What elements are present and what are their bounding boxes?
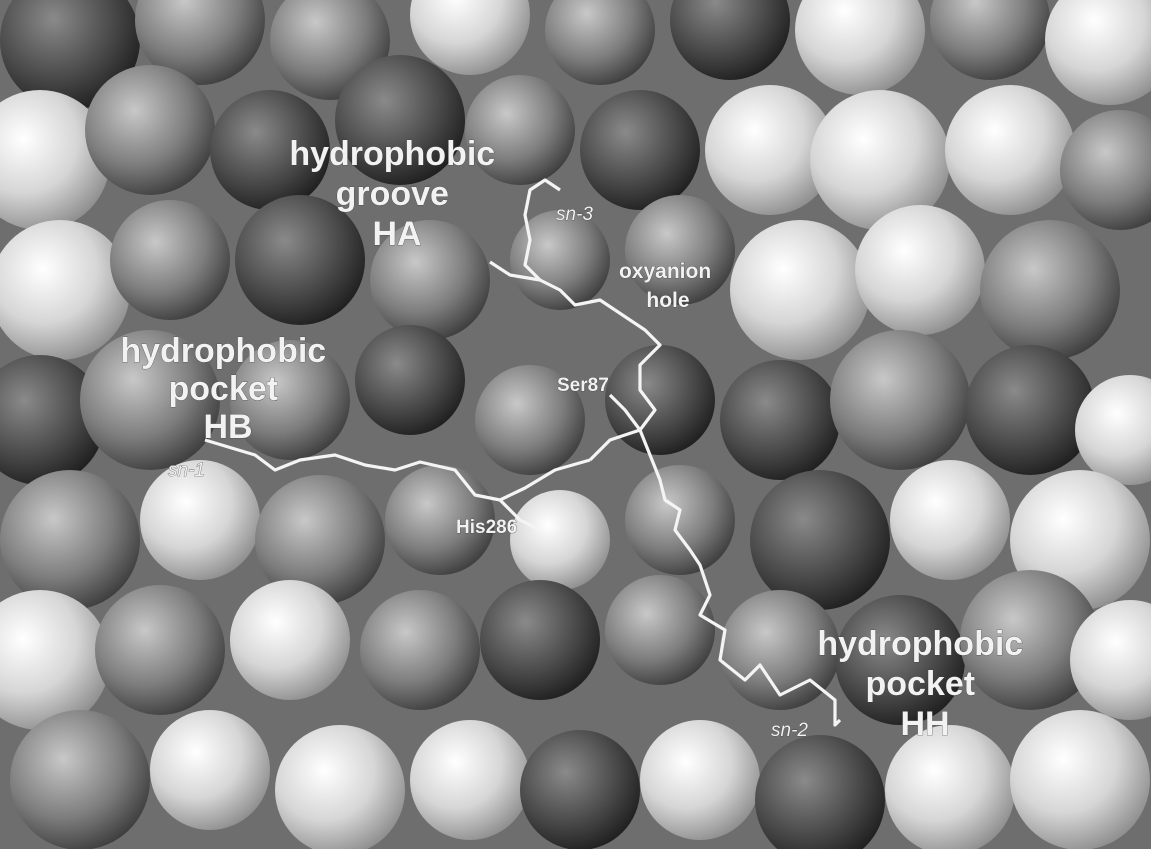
atom-sphere	[520, 730, 640, 849]
atom-sphere	[275, 725, 405, 849]
atom-sphere	[890, 460, 1010, 580]
atom-sphere	[855, 205, 985, 335]
atom-sphere	[965, 345, 1095, 475]
atom-sphere	[640, 720, 760, 840]
atom-sphere	[605, 575, 715, 685]
atom-sphere	[580, 90, 700, 210]
atom-sphere	[720, 360, 840, 480]
atom-sphere	[0, 470, 140, 610]
atom-sphere	[1010, 710, 1150, 849]
atom-sphere	[10, 710, 150, 849]
atom-sphere	[510, 490, 610, 590]
label-his286: His286	[456, 517, 517, 538]
label-sn-1: sn-1	[168, 460, 205, 481]
label-ser87: Ser87	[557, 375, 609, 396]
atom-sphere	[355, 325, 465, 435]
atom-sphere	[980, 220, 1120, 360]
atom-sphere	[605, 345, 715, 455]
atom-sphere	[750, 470, 890, 610]
atom-sphere	[110, 200, 230, 320]
atom-sphere	[360, 590, 480, 710]
atom-sphere	[885, 725, 1015, 849]
atom-sphere	[830, 330, 970, 470]
atom-sphere	[480, 580, 600, 700]
atom-sphere	[410, 720, 530, 840]
atom-sphere	[85, 65, 215, 195]
atom-sphere	[625, 465, 735, 575]
atom-sphere	[945, 85, 1075, 215]
atom-sphere	[230, 580, 350, 700]
atom-sphere	[235, 195, 365, 325]
atom-sphere	[730, 220, 870, 360]
atom-sphere	[95, 585, 225, 715]
atom-sphere	[150, 710, 270, 830]
label-sn-3: sn-3	[556, 204, 593, 225]
label-sn-2: sn-2	[771, 720, 808, 741]
